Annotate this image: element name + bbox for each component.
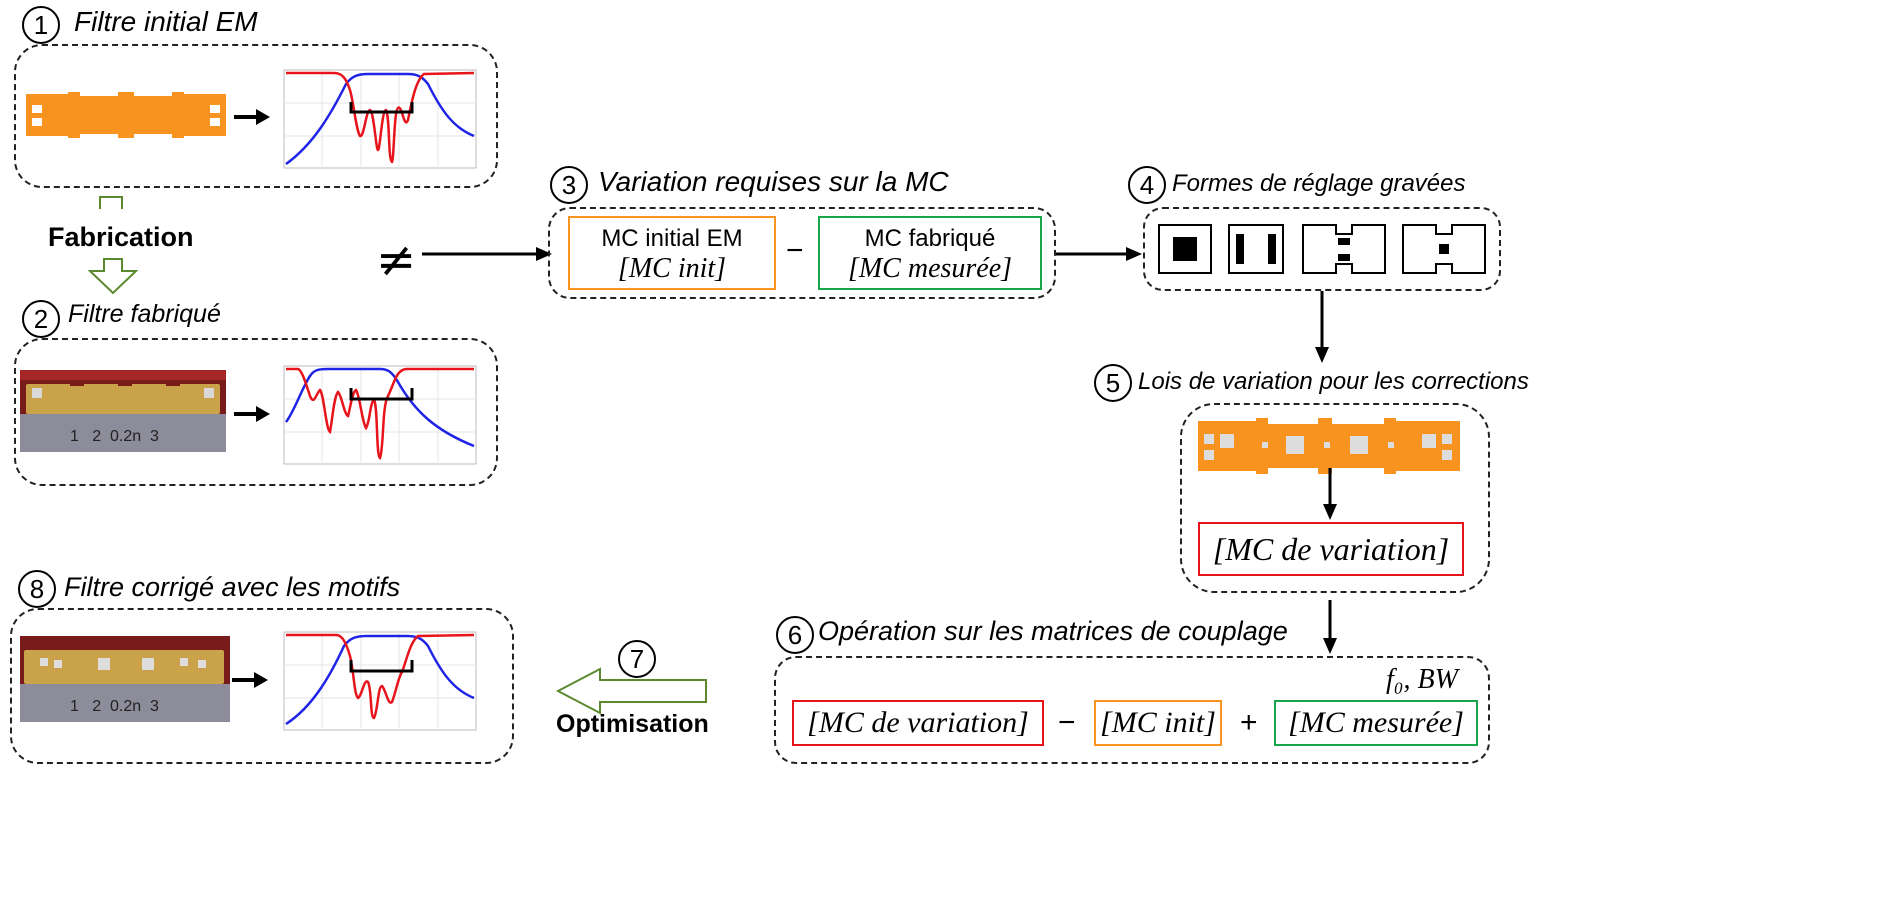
step-2-title: Filtre fabriqué xyxy=(68,300,221,328)
step-4-number: 4 xyxy=(1128,166,1166,204)
minus-operator: − xyxy=(1058,706,1076,739)
corrected-filter-photo: 1 2 0.2n 3 xyxy=(20,636,230,722)
step-1-box xyxy=(14,44,498,188)
initial-filter-shape xyxy=(26,92,226,138)
optimisation-label: Optimisation xyxy=(556,710,709,738)
initial-response-plot xyxy=(283,69,477,169)
arrow-right-icon xyxy=(1056,247,1142,261)
step-5-number: 5 xyxy=(1094,364,1132,402)
ruler-markings: 1 2 0.2n 3 xyxy=(70,698,159,715)
step-3-number: 3 xyxy=(550,166,588,204)
mc-fabricated-box: MC fabriqué [MC mesurée] xyxy=(818,216,1042,290)
mc-variation-term: [MC de variation] xyxy=(792,700,1044,746)
ruler-markings: 1 2 0.2n 3 xyxy=(70,428,159,445)
arrow-down-icon xyxy=(1315,291,1329,363)
mc-init-matrix: [MC init] xyxy=(617,253,727,284)
corrected-response-plot xyxy=(283,631,477,731)
fabrication-label: Fabrication xyxy=(48,222,194,252)
step-4-title: Formes de réglage gravées xyxy=(1172,170,1466,197)
mc-measured-term: [MC mesurée] xyxy=(1274,700,1478,746)
arrow-right-icon xyxy=(234,406,270,422)
step-6-number: 6 xyxy=(776,616,814,654)
step-7-number: 7 xyxy=(618,640,656,678)
mc-init-term: [MC init] xyxy=(1094,700,1222,746)
step-3-title: Variation requises sur la MC xyxy=(598,166,949,197)
mc-measured-matrix: [MC mesurée] xyxy=(847,253,1013,284)
step-5-title: Lois de variation pour les corrections xyxy=(1138,368,1529,395)
plus-operator: + xyxy=(1240,706,1258,739)
step-8-title: Filtre corrigé avec les motifs xyxy=(64,572,401,602)
arrow-down-icon xyxy=(1323,600,1337,654)
mc-initial-em-label: MC initial EM xyxy=(601,225,743,252)
fabricated-response-plot xyxy=(283,365,477,465)
fabricated-filter-photo: 1 2 0.2n 3 xyxy=(20,370,226,452)
step-3-box xyxy=(548,207,1056,299)
step-6-title: Opération sur les matrices de couplage xyxy=(818,616,1288,646)
step-1-number: 1 xyxy=(22,6,60,44)
arrow-right-icon xyxy=(422,247,552,261)
filter-parameters: f₀, BW xyxy=(1386,664,1458,695)
step-5-box xyxy=(1180,403,1490,593)
tuning-shape-notch-single-icon xyxy=(1402,224,1486,274)
step-1-title: Filtre initial EM xyxy=(74,6,258,37)
optimisation-arrow xyxy=(555,667,707,715)
arrow-down-icon xyxy=(1323,468,1337,520)
variation-filter-shape xyxy=(1198,418,1460,474)
step-6-box xyxy=(774,656,1490,764)
step-8-box xyxy=(10,608,514,764)
not-equal-symbol: ≠ xyxy=(376,232,417,288)
tuning-shape-bars-icon xyxy=(1228,224,1284,274)
arrow-right-icon xyxy=(234,109,270,125)
mc-fabricated-label: MC fabriqué xyxy=(864,225,996,252)
fabrication-arrow xyxy=(87,196,139,295)
tuning-shape-notch-double-icon xyxy=(1302,224,1386,274)
arrow-right-icon xyxy=(232,672,268,688)
mc-initial-em-box: MC initial EM [MC init] xyxy=(568,216,776,290)
step-8-number: 8 xyxy=(18,570,56,608)
step-2-box xyxy=(14,338,498,486)
mc-variation-box: [MC de variation] xyxy=(1198,522,1464,576)
step-4-box xyxy=(1143,207,1501,291)
minus-operator: − xyxy=(786,234,804,267)
step-2-number: 2 xyxy=(22,300,60,338)
tuning-shape-square-icon xyxy=(1158,224,1212,274)
